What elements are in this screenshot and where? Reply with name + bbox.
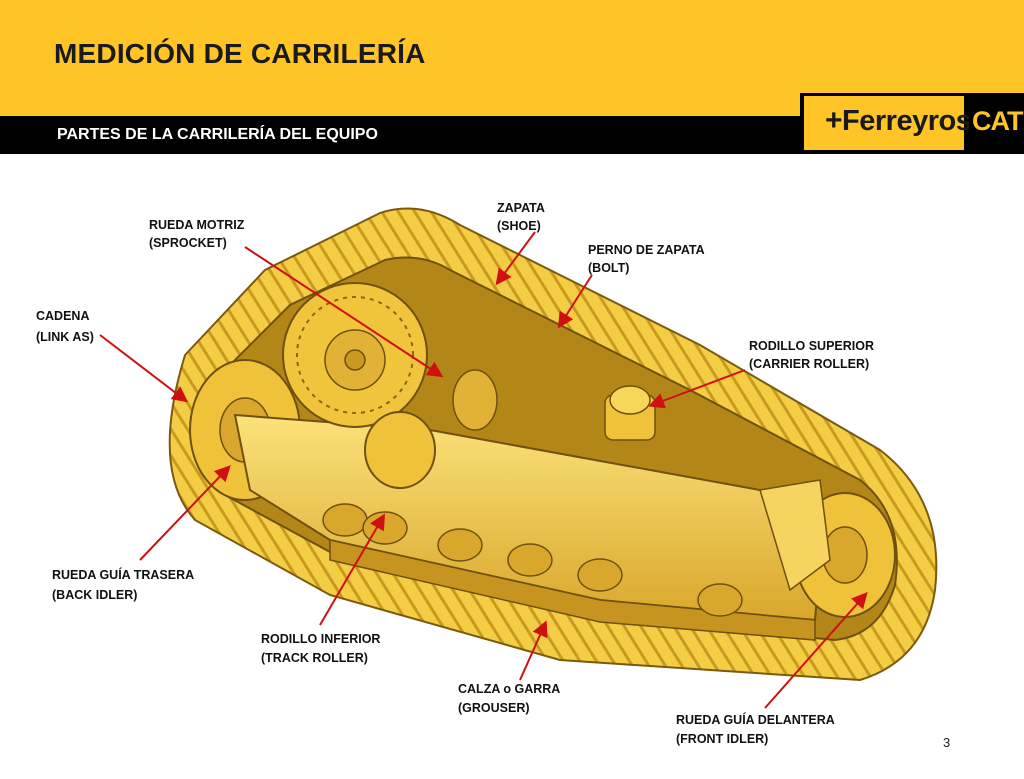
cat-logo bbox=[969, 100, 1021, 148]
label-link: CADENA(LINK AS) bbox=[36, 309, 94, 344]
plus-icon: + bbox=[825, 104, 843, 137]
label-grouser: CALZA o GARRA(GROUSER) bbox=[458, 682, 561, 715]
ferreyros-logo bbox=[804, 96, 964, 150]
label-shoe: ZAPATA(SHOE) bbox=[497, 201, 545, 233]
cat-logo-text: CAT bbox=[972, 106, 1023, 136]
label-front-idler: RUEDA GUÍA DELANTERA(FRONT IDLER) bbox=[676, 713, 835, 746]
callout-arrows bbox=[99, 231, 868, 709]
pivot-hub bbox=[364, 411, 436, 489]
track-rollers bbox=[322, 503, 743, 617]
label-track-roller: RODILLO INFERIOR(TRACK ROLLER) bbox=[261, 632, 381, 665]
ferreyros-logo-text: +Ferreyros bbox=[825, 104, 972, 137]
label-carrier-roller: RODILLO SUPERIOR(CARRIER ROLLER) bbox=[749, 339, 875, 371]
label-back-idler: RUEDA GUÍA TRASERA(BACK IDLER) bbox=[52, 568, 195, 602]
page-title: MEDICIÓN DE CARRILERÍA bbox=[54, 38, 426, 69]
page-subtitle: PARTES DE LA CARRILERÍA DEL EQUIPO bbox=[57, 126, 378, 143]
label-sprocket: RUEDA MOTRIZ(SPROCKET) bbox=[149, 218, 245, 250]
label-bolt: PERNO DE ZAPATA(BOLT) bbox=[588, 243, 705, 275]
carrier-roller bbox=[604, 385, 656, 441]
page-number: 3 bbox=[943, 735, 951, 750]
